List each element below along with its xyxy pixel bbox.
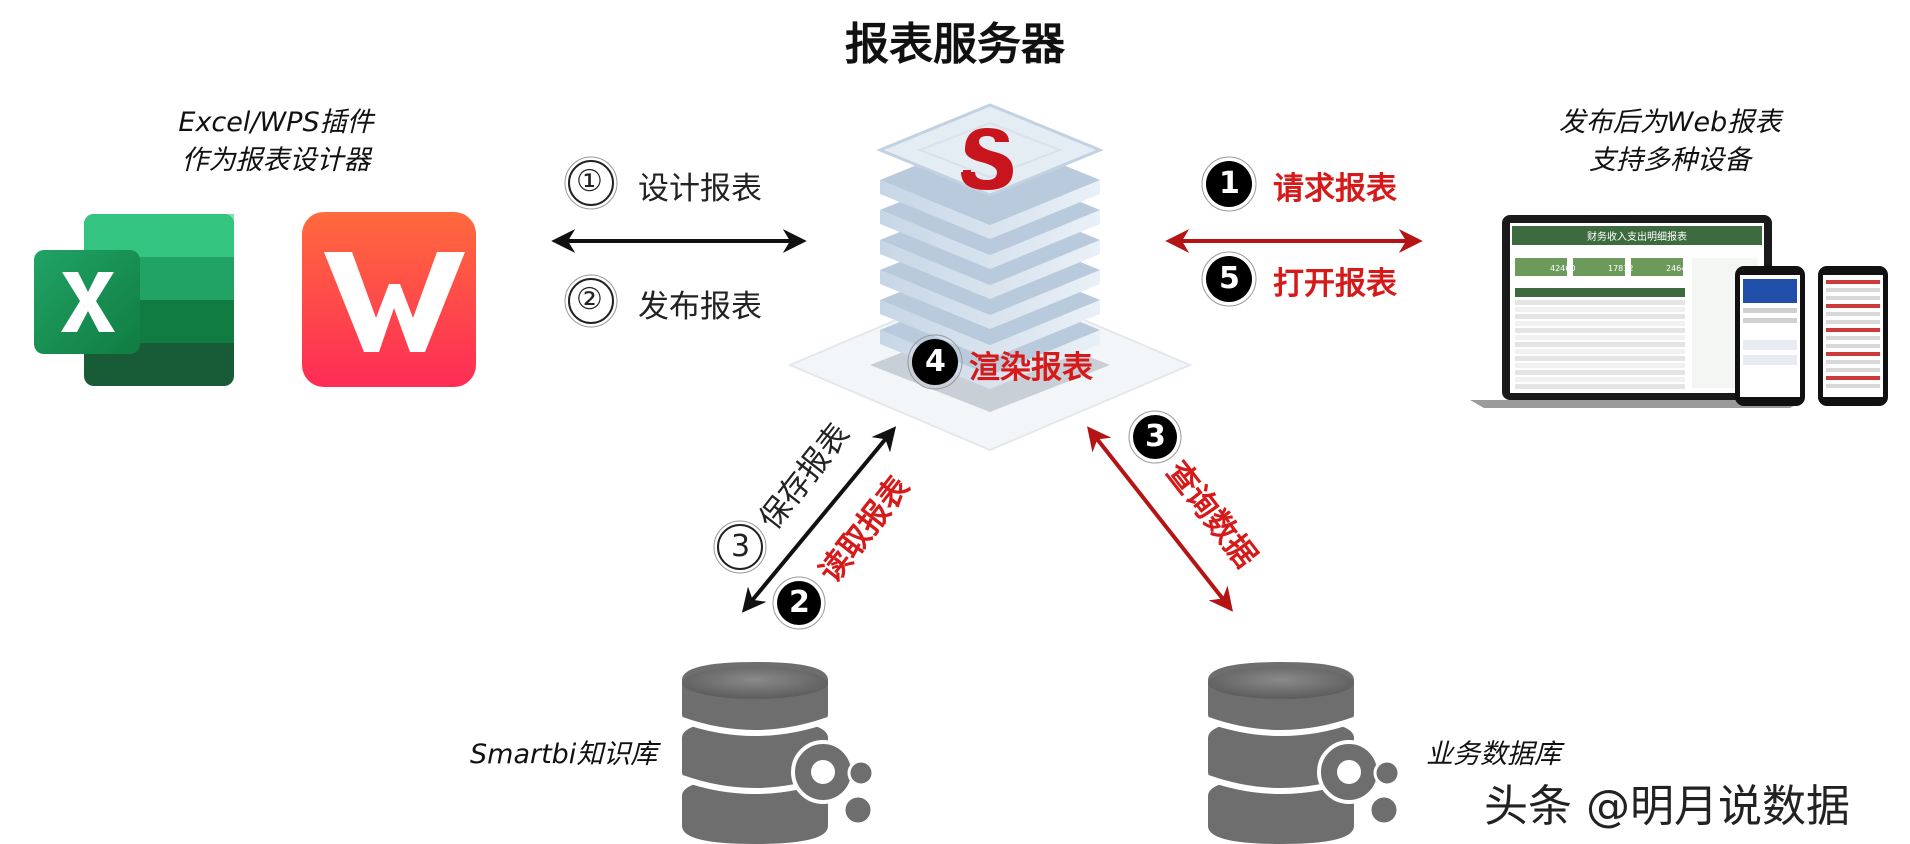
step-label-request: 请求报表 <box>1273 171 1397 207</box>
step-circle-read <box>772 576 826 630</box>
table-row <box>1515 328 1685 333</box>
list-item <box>1826 344 1880 348</box>
step-label-design: 设计报表 <box>638 171 762 207</box>
list-item <box>1826 360 1880 364</box>
business-database-label: 业务数据库 <box>1426 739 1561 770</box>
list-item <box>1826 328 1880 332</box>
table-row <box>1515 314 1685 319</box>
excel-icon <box>34 214 234 386</box>
step-num-open: 5 <box>1219 261 1240 296</box>
step-circle-publish <box>564 274 618 328</box>
list-item <box>1826 368 1880 372</box>
diagram-title: 报表服务器 <box>845 19 1065 70</box>
list-item <box>1826 336 1880 340</box>
list-item <box>1826 320 1880 324</box>
step-circle-save <box>713 520 767 574</box>
watermark-text: 头条 @明月说数据 <box>1484 781 1850 832</box>
step-num-design: ① <box>576 164 603 199</box>
step-label-render: 渲染报表 <box>969 350 1093 386</box>
step-label-publish: 发布报表 <box>638 289 762 325</box>
table-row <box>1515 356 1685 361</box>
report-server-icon <box>787 103 1193 452</box>
right-caption-line2: 支持多种设备 <box>1589 145 1751 176</box>
list-item <box>1826 296 1880 300</box>
gear-icon <box>791 740 875 826</box>
left-caption-line1: Excel/WPS插件 <box>178 107 374 138</box>
table-row <box>1515 342 1685 347</box>
device-screen-title: 财务收入支出明细报表 <box>1587 230 1687 243</box>
left-caption: Excel/WPS插件 作为报表设计器 <box>146 104 406 180</box>
list-item <box>1826 384 1880 388</box>
step-num-request: 1 <box>1219 166 1240 201</box>
step-label-open: 打开报表 <box>1273 266 1397 302</box>
right-caption-line1: 发布后为Web报表 <box>1558 107 1782 138</box>
device-kpi-2: 17812 <box>1608 264 1633 273</box>
step-num-read: 2 <box>789 585 810 620</box>
step-num-query: 3 <box>1145 419 1166 454</box>
list-item <box>1826 280 1880 284</box>
step-circle-query <box>1128 410 1182 464</box>
table-row <box>1515 384 1685 389</box>
list-item <box>1826 352 1880 356</box>
step-num-save: 3 <box>731 529 751 564</box>
gear-icon <box>1317 740 1401 826</box>
table-row <box>1515 363 1685 368</box>
list-item <box>1826 288 1880 292</box>
list-item <box>1826 304 1880 308</box>
list-item <box>1826 312 1880 316</box>
right-caption: 发布后为Web报表 支持多种设备 <box>1520 104 1820 180</box>
step-circle-open <box>1201 251 1257 307</box>
save-read-arrow <box>741 426 897 613</box>
step-circle-render <box>907 334 963 390</box>
device-kpi-3: 24648 <box>1666 264 1691 273</box>
table-row <box>1515 321 1685 326</box>
phone-icon <box>1818 266 1888 406</box>
query-data-arrow <box>1087 426 1233 612</box>
business-database-icon <box>1206 662 1356 844</box>
tablet-icon <box>1735 266 1805 406</box>
knowledge-base-label: Smartbi知识库 <box>470 739 658 770</box>
step-circle-design <box>564 156 618 210</box>
step-circle-request <box>1201 156 1257 212</box>
table-row <box>1515 377 1685 382</box>
table-row <box>1515 370 1685 375</box>
wps-icon <box>302 212 476 387</box>
step-num-render: 4 <box>925 344 946 379</box>
table-row <box>1515 349 1685 354</box>
device-kpi-1: 42460 <box>1550 264 1575 273</box>
table-row <box>1515 307 1685 312</box>
table-row <box>1515 300 1685 305</box>
left-caption-line2: 作为报表设计器 <box>181 145 371 176</box>
list-item <box>1826 376 1880 380</box>
table-row <box>1515 335 1685 340</box>
step-num-publish: ② <box>576 282 603 317</box>
